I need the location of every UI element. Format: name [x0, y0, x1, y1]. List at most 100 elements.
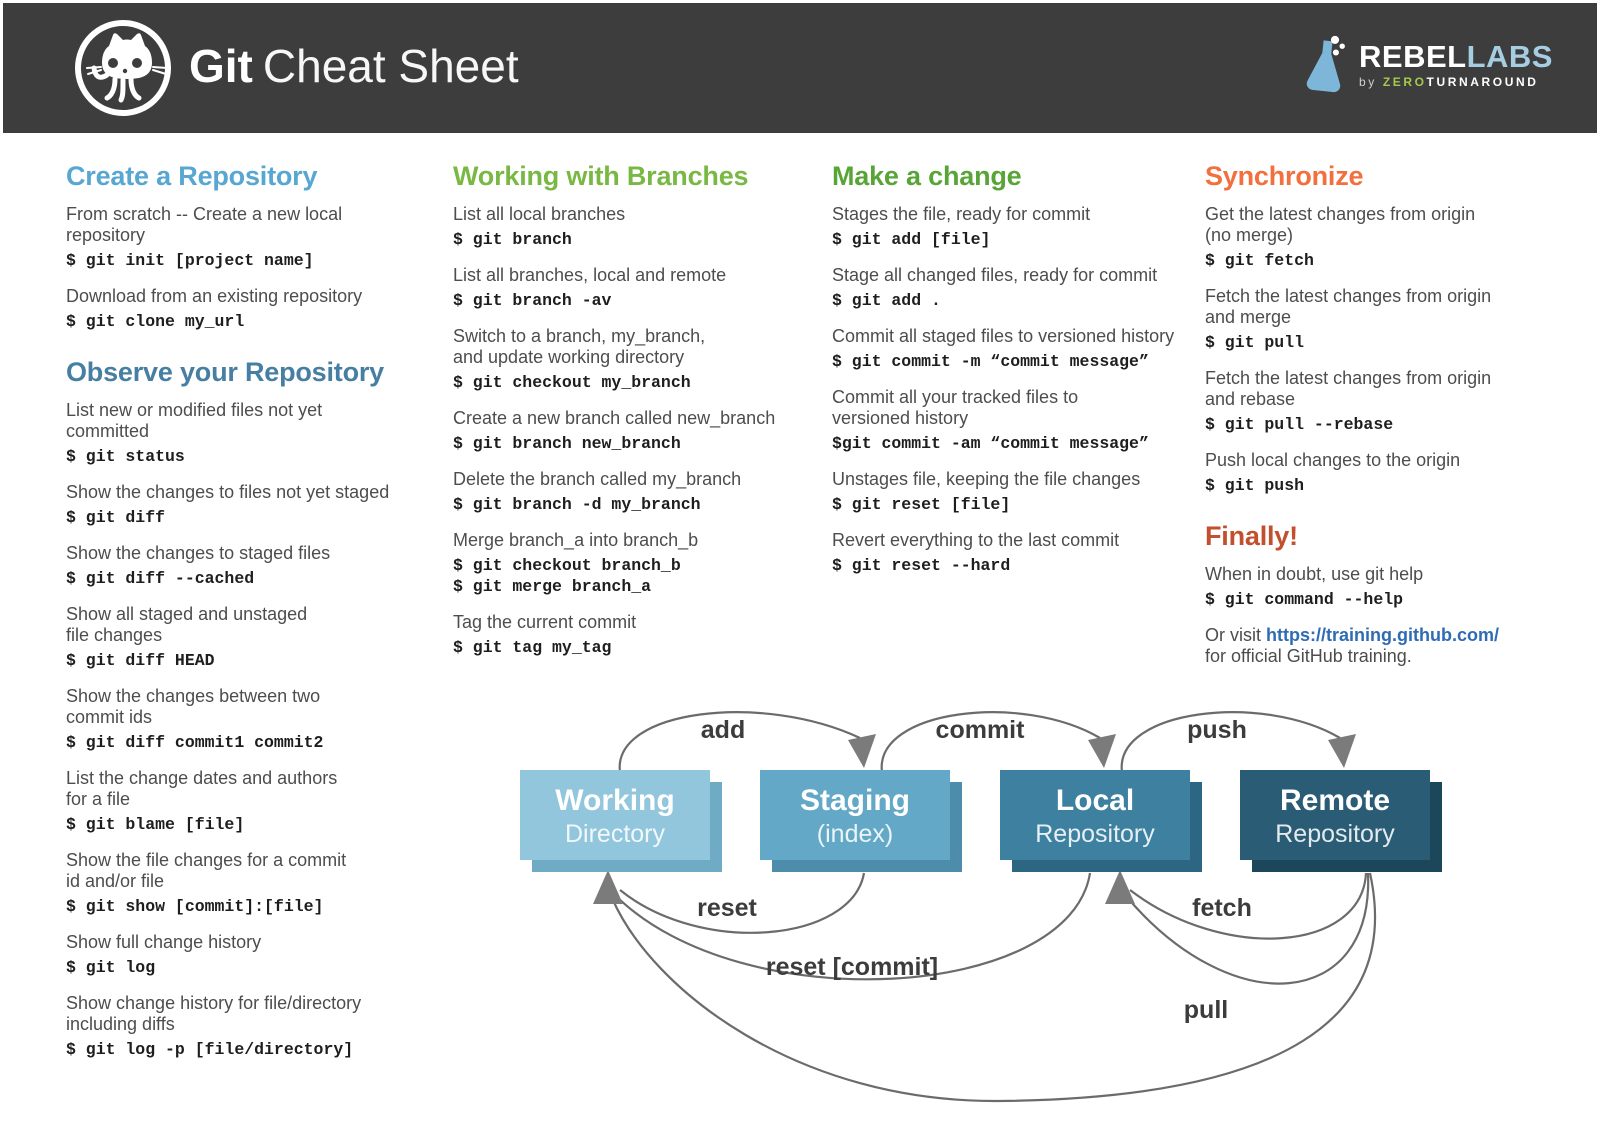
command-item: Stages the file, ready for commit $ git a… [832, 204, 1200, 250]
command-code: $ git log [66, 958, 156, 977]
brand-by: by [1359, 75, 1377, 89]
command-description: Tag the current commit [453, 612, 637, 632]
command-code: $ git fetch [1205, 251, 1314, 270]
box-local-title: Local [1056, 784, 1134, 817]
command-code: $ git branch -d my_branch [453, 495, 701, 514]
command-description: for official GitHub training. [1205, 646, 1412, 666]
command-description: Show the changes to staged files [66, 543, 331, 563]
command-description: id and/or file [66, 871, 165, 891]
command-item: Get the latest changes from origin(no me… [1205, 204, 1553, 271]
command-description: Show full change history [66, 932, 262, 952]
github-octocat-logo [75, 20, 171, 116]
command-item: Tag the current commit$ git tag my_tag [453, 612, 821, 658]
command-item: List all local branches$ git branch [453, 204, 821, 250]
section-title: Finally! [1205, 521, 1298, 551]
command-description: When in doubt, use git help [1205, 564, 1424, 584]
rebellabs-wordmark: REBELLABS by ZEROTURNAROUND [1359, 39, 1553, 90]
command-code: $ git branch -av [453, 291, 612, 310]
command-description: Show the changes to files not yet staged [66, 482, 390, 502]
arrow-label-push: push [1187, 716, 1247, 744]
command-code: $ git add [file] [832, 230, 991, 249]
command-description: and merge [1205, 307, 1292, 327]
command-code: $ git pull [1205, 333, 1305, 352]
command-description: Revert everything to the last commit [832, 530, 1120, 550]
command-item: List all branches, local and remote $ git… [453, 265, 821, 311]
box-remote-subtitle: Repository [1275, 820, 1395, 848]
diagram-box-local: Local Repository [1000, 770, 1202, 872]
arrow-add [618, 711, 861, 773]
command-description: Stage all changed files, ready for commi… [832, 265, 1158, 285]
rebellabs-logo: REBELLABS by ZEROTURNAROUND [1299, 31, 1553, 101]
arrow-label-reset-commit: reset [commit] [766, 953, 938, 981]
command-item: Commit all staged files to versioned his… [832, 326, 1200, 372]
command-code: $ git checkout my_branch [453, 373, 691, 392]
command-item: Stage all changed files, ready for commi… [832, 265, 1200, 311]
command-description: Create a new branch called new_branch [453, 408, 776, 428]
arrowheads [593, 734, 1356, 904]
git-flow-diagram: Working Directory Staging (index) Local … [520, 711, 1442, 1103]
command-description: Download from an existing repository [66, 286, 363, 306]
command-item: Delete the branch called my_branch $ git … [453, 469, 821, 515]
command-code: $ git diff commit1 commit2 [66, 733, 324, 752]
command-description: Commit all your tracked files to [832, 387, 1079, 407]
section-title: Working with Branches [453, 161, 749, 191]
arrow-push [1120, 711, 1341, 773]
arrow-reset [619, 872, 866, 934]
arrowhead-into-working [593, 870, 623, 904]
command-item: Merge branch_a into branch_b$ git checko… [453, 530, 821, 597]
command-code: $ git pull --rebase [1205, 415, 1394, 434]
page-title-light: Cheat Sheet [262, 40, 519, 92]
box-local-subtitle: Repository [1035, 820, 1155, 848]
command-description: Push local changes to the origin [1205, 450, 1461, 470]
command-code: $ git clone my_url [66, 312, 245, 331]
command-description: Show the file changes for a commit [66, 850, 347, 870]
command-code: $ git show [commit]:[file] [66, 897, 324, 916]
command-description: List all branches, local and remote [453, 265, 727, 285]
command-item: Show full change history $ git log [66, 932, 418, 978]
command-description: Commit all staged files to versioned his… [832, 326, 1175, 346]
arrow-reset-commit [615, 872, 1092, 981]
brand-turnaround: TURNAROUND [1426, 75, 1539, 89]
training-link[interactable]: https://training.github.com/ [1266, 625, 1499, 645]
brand-rebel: REBEL [1359, 39, 1467, 74]
arrow-pull-to-working [610, 872, 1376, 1103]
brand-labs: LABS [1466, 39, 1553, 74]
command-code: $ git commit -m “commit message” [832, 352, 1149, 371]
command-item: Unstages file, keeping the file changes $… [832, 469, 1200, 515]
command-description: file changes [66, 625, 163, 645]
command-item: Create a new branch called new_branch$ g… [453, 408, 821, 454]
command-item: When in doubt, use git help$ git command… [1205, 564, 1553, 610]
diagram-box-remote: Remote Repository [1240, 770, 1442, 872]
command-description: List new or modified files not yet [66, 400, 323, 420]
command-code: $ git reset [file] [832, 495, 1011, 514]
command-description: Fetch the latest changes from origin [1205, 368, 1492, 388]
command-item: Or visit https://training.github.com/for… [1205, 625, 1553, 667]
arrow-fetch [1129, 872, 1368, 940]
section-title: Synchronize [1205, 161, 1364, 191]
command-description: Stages the file, ready for commit [832, 204, 1091, 224]
arrowhead-commit [1088, 734, 1116, 768]
command-code: $ git status [66, 447, 185, 466]
command-description: Delete the branch called my_branch [453, 469, 742, 489]
command-description: Merge branch_a into branch_b [453, 530, 699, 550]
section-title: Make a change [832, 161, 1022, 191]
diagram-box-staging: Staging (index) [760, 770, 962, 872]
diagram-box-working: Working Directory [520, 770, 722, 872]
command-description: Fetch the latest changes from origin [1205, 286, 1492, 306]
section-title: Create a Repository [66, 161, 318, 191]
command-item: Show the changes to files not yet staged… [66, 482, 418, 528]
command-description: Show change history for file/directory [66, 993, 362, 1013]
command-description: for a file [66, 789, 131, 809]
command-description: Unstages file, keeping the file changes [832, 469, 1141, 489]
